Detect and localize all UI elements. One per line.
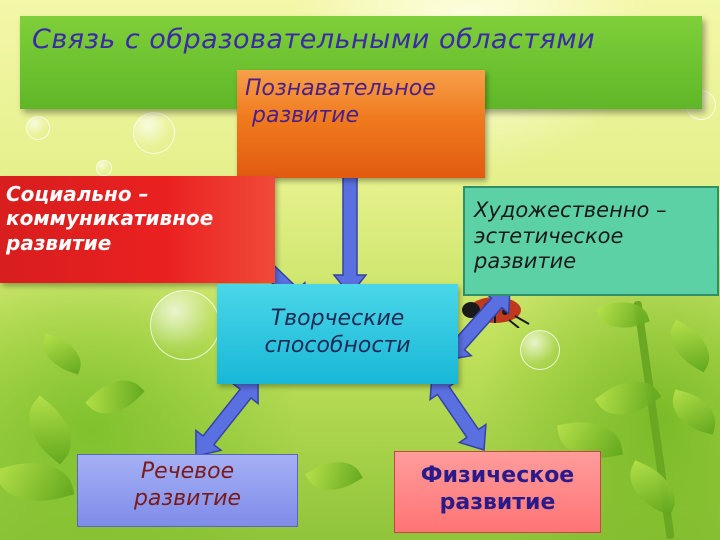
- node-social-communicative-development: Социально – коммуникативное развитие: [0, 176, 275, 283]
- bubble-decoration: [133, 112, 175, 154]
- node-speech-line2: развитие: [133, 485, 242, 511]
- leaf-decoration: [305, 450, 363, 502]
- leaf-decoration: [85, 367, 145, 427]
- node-artistic-aesthetic-development: Художественно – эстетическое развитие: [463, 186, 719, 296]
- leaf-decoration: [14, 395, 86, 465]
- node-center-line2: способности: [264, 332, 411, 358]
- bubble-decoration: [96, 160, 112, 176]
- node-physical-line2: развитие: [439, 489, 556, 515]
- node-social-line1: Социально –: [6, 182, 149, 206]
- node-social-line2: коммуникативное: [6, 206, 214, 231]
- node-speech-development: Речевое развитие: [77, 454, 298, 527]
- node-social-line3: развитие: [6, 230, 112, 255]
- node-center-line1: Творческие: [270, 306, 405, 331]
- leaf-decoration: [666, 389, 720, 435]
- leaf-decoration: [619, 460, 686, 516]
- bubble-decoration: [26, 116, 50, 140]
- node-cognitive-line2: развитие: [245, 102, 360, 128]
- node-physical-development: Физическое развитие: [394, 451, 601, 533]
- node-artistic-line2: эстетическое: [474, 223, 624, 248]
- bubble-decoration: [520, 330, 560, 370]
- leaf-decoration: [660, 319, 720, 373]
- node-physical-line1: Физическое: [420, 463, 575, 488]
- leaf-decoration: [36, 333, 88, 375]
- bubble-decoration: [150, 290, 220, 360]
- slide-title: Связь с образовательными областями: [32, 24, 596, 55]
- node-cognitive-development: Познавательное развитие: [237, 70, 485, 178]
- node-artistic-line3: развитие: [474, 249, 577, 274]
- node-cognitive-line1: Познавательное: [245, 76, 436, 101]
- node-artistic-line1: Художественно –: [474, 198, 667, 222]
- node-creative-abilities-center: Творческие способности: [217, 284, 458, 384]
- node-speech-line1: Речевое: [140, 459, 235, 484]
